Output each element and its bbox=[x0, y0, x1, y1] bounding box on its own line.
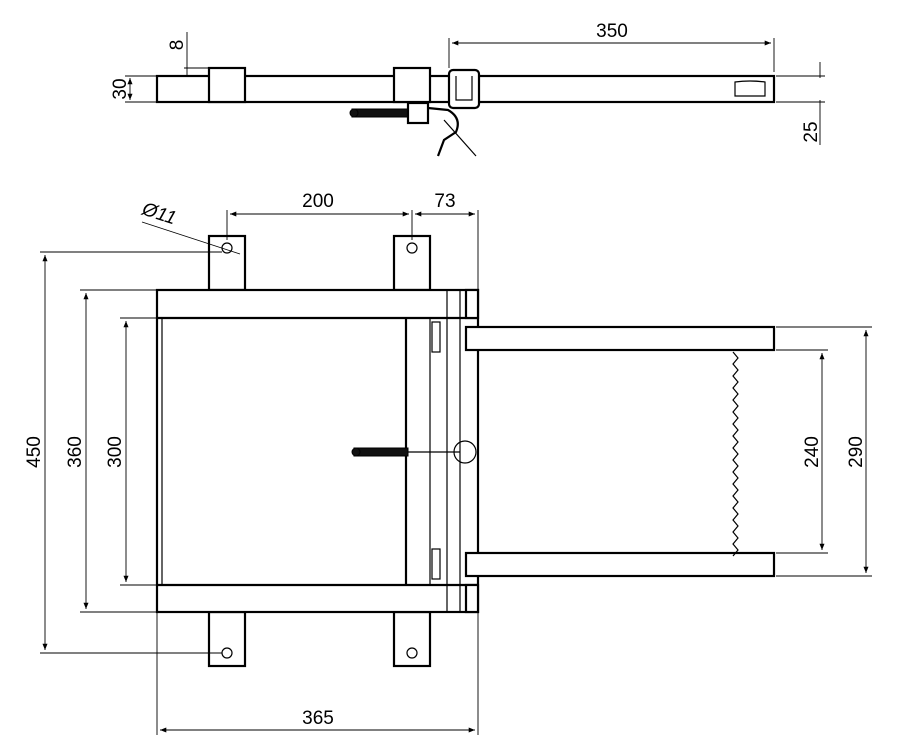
guide-top bbox=[431, 321, 441, 353]
latch-lever bbox=[443, 119, 477, 157]
dim-200-73: 200 73 bbox=[226, 191, 479, 290]
mount-hole bbox=[406, 242, 418, 254]
dim-text-365: 365 bbox=[302, 708, 334, 729]
dim-text-300: 300 bbox=[105, 436, 126, 468]
dim-text-8: 8 bbox=[167, 40, 188, 51]
dim-text-200: 200 bbox=[302, 191, 334, 212]
plan-view: Ø11 200 73 450 360 bbox=[24, 191, 872, 735]
dim-300: 300 bbox=[105, 317, 157, 586]
latch-knob bbox=[349, 108, 359, 118]
side-latch bbox=[349, 101, 477, 157]
dim-text-290: 290 bbox=[846, 436, 867, 468]
dim-text-25: 25 bbox=[801, 121, 822, 142]
dim-290: 290 bbox=[776, 326, 872, 577]
plan-latch-pin bbox=[353, 447, 409, 457]
mounting-tabs bbox=[207, 234, 432, 668]
plan-latch-knob bbox=[351, 447, 361, 457]
side-end-cap bbox=[734, 80, 766, 97]
extension-rail-bottom bbox=[464, 551, 776, 578]
extension-rail-top bbox=[464, 325, 776, 352]
side-view: 350 8 30 25 bbox=[110, 21, 825, 157]
latch-pin bbox=[351, 108, 411, 118]
side-bracket-left bbox=[207, 66, 247, 104]
tab-bottom-right bbox=[392, 610, 432, 668]
dim-365: 365 bbox=[156, 612, 479, 735]
dim-text-30: 30 bbox=[110, 78, 131, 99]
frame-outline bbox=[155, 288, 480, 614]
latch-block bbox=[406, 101, 430, 125]
dim-text-hole: Ø11 bbox=[139, 198, 179, 229]
side-stop-inner bbox=[455, 76, 473, 101]
side-stop-clip bbox=[447, 68, 481, 110]
dim-text-240: 240 bbox=[802, 436, 823, 468]
dim-30: 30 bbox=[110, 75, 157, 103]
frame-corner-bottom bbox=[464, 583, 480, 614]
tab-top-right bbox=[392, 234, 432, 292]
plan-latch bbox=[351, 440, 477, 464]
dim-240: 240 bbox=[776, 349, 828, 554]
dim-text-450: 450 bbox=[24, 436, 45, 468]
dim-text-350: 350 bbox=[596, 21, 628, 42]
dim-360: 360 bbox=[65, 289, 157, 613]
dim-350: 350 bbox=[448, 21, 775, 72]
dim-450: 450 bbox=[24, 251, 222, 654]
extension-serration bbox=[732, 351, 739, 557]
plan-latch-eye bbox=[453, 440, 477, 464]
latch-hook bbox=[427, 106, 459, 157]
main-frame bbox=[155, 288, 480, 614]
guide-bottom bbox=[431, 548, 441, 580]
mount-hole bbox=[406, 647, 418, 659]
tab-top-left bbox=[207, 234, 247, 292]
dim-text-73: 73 bbox=[434, 191, 455, 212]
dim-25: 25 bbox=[776, 62, 825, 145]
extension bbox=[464, 325, 776, 578]
frame-corner-top bbox=[464, 288, 480, 320]
dim-8: 8 bbox=[167, 32, 209, 76]
dim-text-360: 360 bbox=[65, 436, 86, 468]
side-bracket-right bbox=[392, 66, 432, 104]
tab-bottom-left bbox=[207, 610, 247, 668]
